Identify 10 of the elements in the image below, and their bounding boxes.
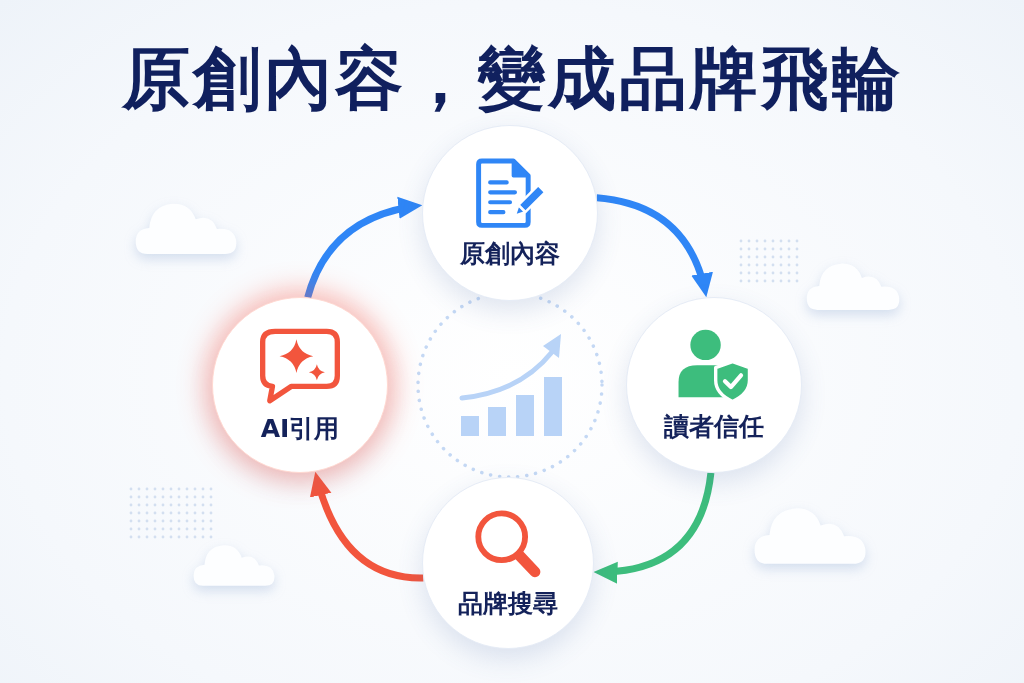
step-label: AI引用 <box>260 414 340 444</box>
cycle-arrow <box>593 472 715 583</box>
step-label: 品牌搜尋 <box>458 589 558 619</box>
step-label: 原創內容 <box>460 239 560 269</box>
step-circle <box>212 297 388 473</box>
cycle-arrow <box>310 470 424 582</box>
step-label: 讀者信任 <box>664 412 764 442</box>
title: 原創內容，變成品牌飛輪 <box>121 42 903 117</box>
cycle-arrow <box>596 194 712 299</box>
cycle-arrow <box>304 197 423 299</box>
